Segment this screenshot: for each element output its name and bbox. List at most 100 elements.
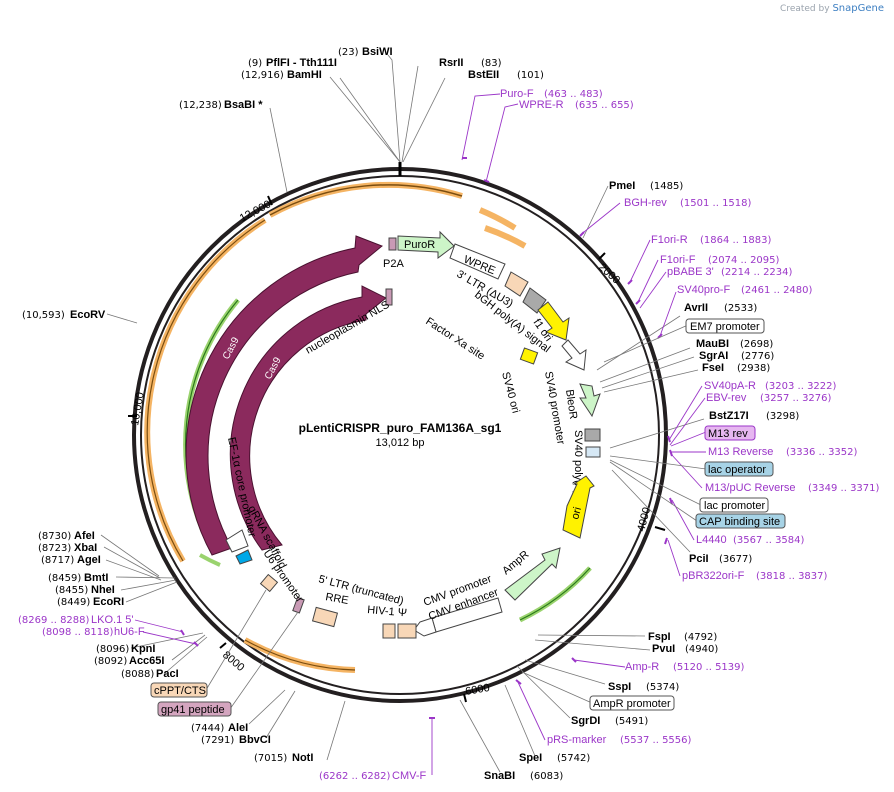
primer-pos-puro-f: (463 .. 483) (544, 89, 603, 100)
brand-logo-text: SnapGene (832, 3, 884, 14)
primer-marks (180, 157, 673, 719)
f1ori-arrow[interactable] (537, 301, 570, 341)
enzyme-pos-avrii: (2533) (724, 303, 757, 314)
box-label-m13-rev: M13 rev (708, 428, 748, 440)
primer-labels: Puro-F (463 .. 483) WPRE-R (635 .. 655) … (18, 88, 880, 782)
enzyme-pos-ecorv: (10,593) (22, 310, 65, 321)
bgh-box (522, 287, 547, 314)
enzyme-name-xbai: XbaI (74, 542, 97, 554)
enzyme-pos-snabi: (6083) (530, 771, 563, 782)
puror-arrow[interactable] (397, 230, 455, 259)
enzyme-name-pvui: PvuI (652, 643, 675, 655)
primer-name-l4440: L4440 (696, 534, 727, 546)
enzyme-name-pmei: PmeI (609, 180, 635, 192)
primer-name-wpre-r: WPRE-R (519, 99, 564, 111)
primer-name-m13puc-reverse: M13/pUC Reverse (705, 482, 795, 494)
box-lac-operator (704, 461, 774, 477)
sv40ori-box (519, 347, 539, 365)
cppt-box (259, 573, 279, 593)
sv40-promoter-arrow[interactable] (561, 339, 587, 371)
enzyme-pos-maubi: (2698) (740, 339, 773, 350)
ori-label: ori (569, 506, 584, 521)
enzyme-pos-bsteii: (101) (517, 70, 544, 81)
enzyme-pos-pmei: (1485) (650, 181, 683, 192)
primer-pos-lko1: (8269 .. 8288) (18, 615, 90, 626)
enzyme-name-sgrai: SgrAI (699, 350, 728, 362)
enzyme-pos-spei: (5742) (557, 753, 590, 764)
ltr3-box (504, 271, 529, 297)
enzyme-name-bsiwi: BsiWI (362, 46, 393, 58)
puror-label: PuroR (404, 239, 435, 251)
hiv-psi-box (397, 623, 417, 639)
enzyme-pos-alei: (7444) (191, 723, 224, 734)
rre-box (311, 606, 339, 628)
enzyme-pos-fsei: (2938) (737, 363, 770, 374)
hiv-psi-label: HIV-1 Ψ (367, 604, 408, 619)
primer-pos-pbr322ori-f: (3818 .. 3837) (756, 571, 828, 582)
enzyme-leaders (100, 54, 705, 773)
enzyme-name-ecori: EcoRI (93, 596, 124, 608)
enzyme-pos-sgrdi: (5491) (615, 716, 648, 727)
enzyme-pos-bbvci: (7291) (201, 735, 234, 746)
box-m13-rev (704, 425, 756, 441)
enzyme-pos-pvui: (4940) (685, 644, 718, 655)
wpre-box[interactable] (449, 243, 506, 280)
enzyme-pos-nhei: (8455) (55, 585, 88, 596)
enzyme-name-agei: AgeI (77, 554, 101, 566)
enzyme-name-rsrii: RsrII (439, 57, 463, 69)
primer-pos-ebv-rev: (3257 .. 3276) (760, 393, 832, 404)
enzyme-pos-bmti: (8459) (48, 573, 81, 584)
enzyme-pos-sspi: (5374) (646, 682, 679, 693)
snapgene-brand: Created by SnapGene (780, 3, 884, 14)
lac-stack (585, 446, 601, 458)
enzyme-name-fspi: FspI (648, 631, 671, 643)
enzyme-pos-pcii: (3677) (719, 554, 752, 565)
enzyme-pos-acc65i: (8092) (94, 656, 127, 667)
boxed-labels: EM7 promoter M13 rev lac operator lac pr… (150, 318, 786, 717)
primer-name-lko1: LKO.1 5' (91, 614, 133, 626)
primer-name-hu6-f: hU6-F (114, 626, 145, 638)
primer-leaders (134, 93, 706, 775)
enzyme-name-alei: AleI (228, 722, 248, 734)
box-lac-promoter (699, 497, 769, 513)
enzyme-name-paci: PacI (156, 668, 179, 680)
primer-name-f1ori-f: F1ori-F (660, 254, 696, 266)
enzyme-pos-afei: (8730) (38, 531, 71, 542)
enzyme-pos-xbai: (8723) (38, 543, 71, 554)
primer-pos-f1ori-f: (2074 .. 2095) (708, 255, 780, 266)
enzyme-name-pcii: PciI (689, 553, 709, 565)
tick-label-8000: 8000 (220, 649, 246, 674)
primer-pos-m13puc-reverse: (3349 .. 3371) (808, 483, 880, 494)
ori-arrow[interactable] (562, 475, 595, 539)
enzyme-pos-rsrii: (83) (481, 58, 502, 69)
bleor-arrow[interactable] (579, 383, 601, 418)
box-label-cppt: cPPT/CTS (154, 685, 206, 697)
enzyme-pos-sgrai: (2776) (741, 351, 774, 362)
box-label-gp41: gp41 peptide (161, 704, 225, 716)
box-cppt (150, 682, 208, 698)
bleor-label: BleoR (563, 389, 579, 420)
enzyme-name-spei: SpeI (519, 752, 542, 764)
enzyme-pos-paci: (8088) (121, 669, 154, 680)
plasmid-length: 13,012 bp (376, 437, 425, 449)
ampr-arrow[interactable] (504, 547, 561, 601)
enzyme-name-bmti: BmtI (84, 572, 108, 584)
primer-pos-bgh-rev: (1501 .. 1518) (680, 198, 752, 209)
enzyme-name-bsteii: BstEII (468, 69, 499, 81)
enzyme-name-pflfi: PflFI - Tth111I (266, 57, 337, 69)
box-label-lac-operator: lac operator (708, 464, 766, 476)
enzyme-name-afei: AfeI (74, 530, 95, 542)
enzyme-name-sgrdi: SgrDI (571, 715, 600, 727)
box-label-em7: EM7 promoter (690, 321, 760, 333)
grna-box (235, 549, 253, 565)
cas9-outer-arrow[interactable] (185, 235, 383, 556)
primer-name-sv40pro-f: SV40pro-F (677, 284, 730, 296)
primer-pos-cmv-f: (6262 .. 6282) (319, 771, 391, 782)
orf-arcs (144, 181, 527, 673)
enzyme-name-maubi: MauBI (696, 338, 729, 350)
enzyme-pos-pflfi: (9) (248, 58, 262, 69)
enzyme-name-sspi: SspI (608, 681, 631, 693)
primer-name-f1ori-r: F1ori-R (651, 234, 688, 246)
enzyme-pos-bstz17i: (3298) (766, 411, 799, 422)
enzyme-pos-noti: (7015) (254, 753, 287, 764)
